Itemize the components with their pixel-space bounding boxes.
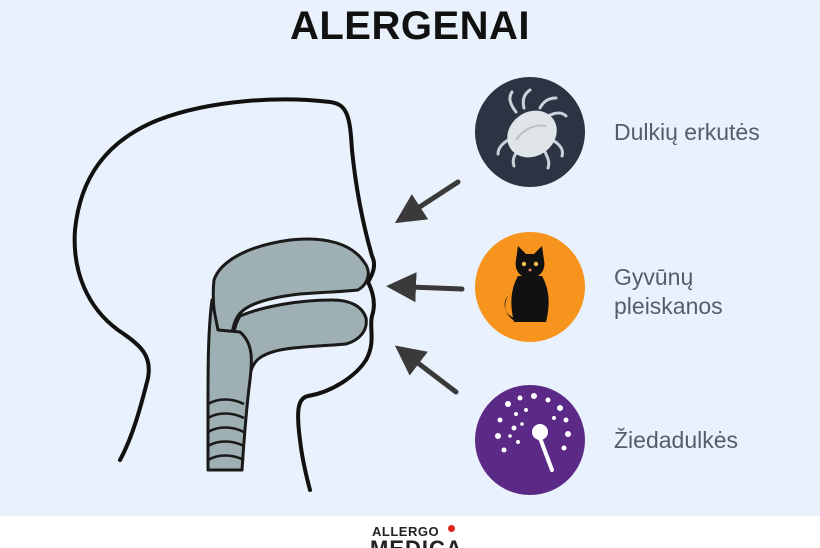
footer: ALLERGO MEDICA: [0, 516, 820, 548]
arrow-dust-mites: [394, 179, 461, 224]
label-pollen: Žiedadulkės: [614, 427, 739, 453]
brand-logo: ALLERGO MEDICA: [368, 524, 468, 548]
cat-badge: [475, 232, 585, 342]
head-outline: [72, 97, 377, 492]
oral-cavity: [231, 298, 368, 378]
dust-mite-badge: [475, 77, 585, 187]
arrow-animal-dander: [386, 272, 465, 303]
dust-mite-icon: [496, 88, 568, 170]
head-profile: [72, 97, 377, 492]
logo-bottom-text: MEDICA: [370, 536, 463, 548]
trachea-rings: [207, 398, 245, 462]
label-animal-dander: Gyvūnų pleiskanos: [614, 264, 723, 319]
pollen-badge: [475, 385, 585, 495]
pollen-circle: [475, 385, 585, 495]
logo-top-text: ALLERGO: [372, 524, 440, 539]
pollen-icon: [495, 393, 571, 472]
airway: [206, 237, 370, 472]
registered-mark-icon: [448, 525, 455, 532]
allergen-diagram: [72, 77, 585, 495]
cat-icon: [504, 246, 549, 322]
arrows: [386, 179, 465, 395]
arrow-pollen: [394, 345, 459, 395]
diagram-title: ALERGENAI: [289, 4, 531, 48]
label-dust-mites: Dulkių erkutės: [614, 119, 760, 145]
